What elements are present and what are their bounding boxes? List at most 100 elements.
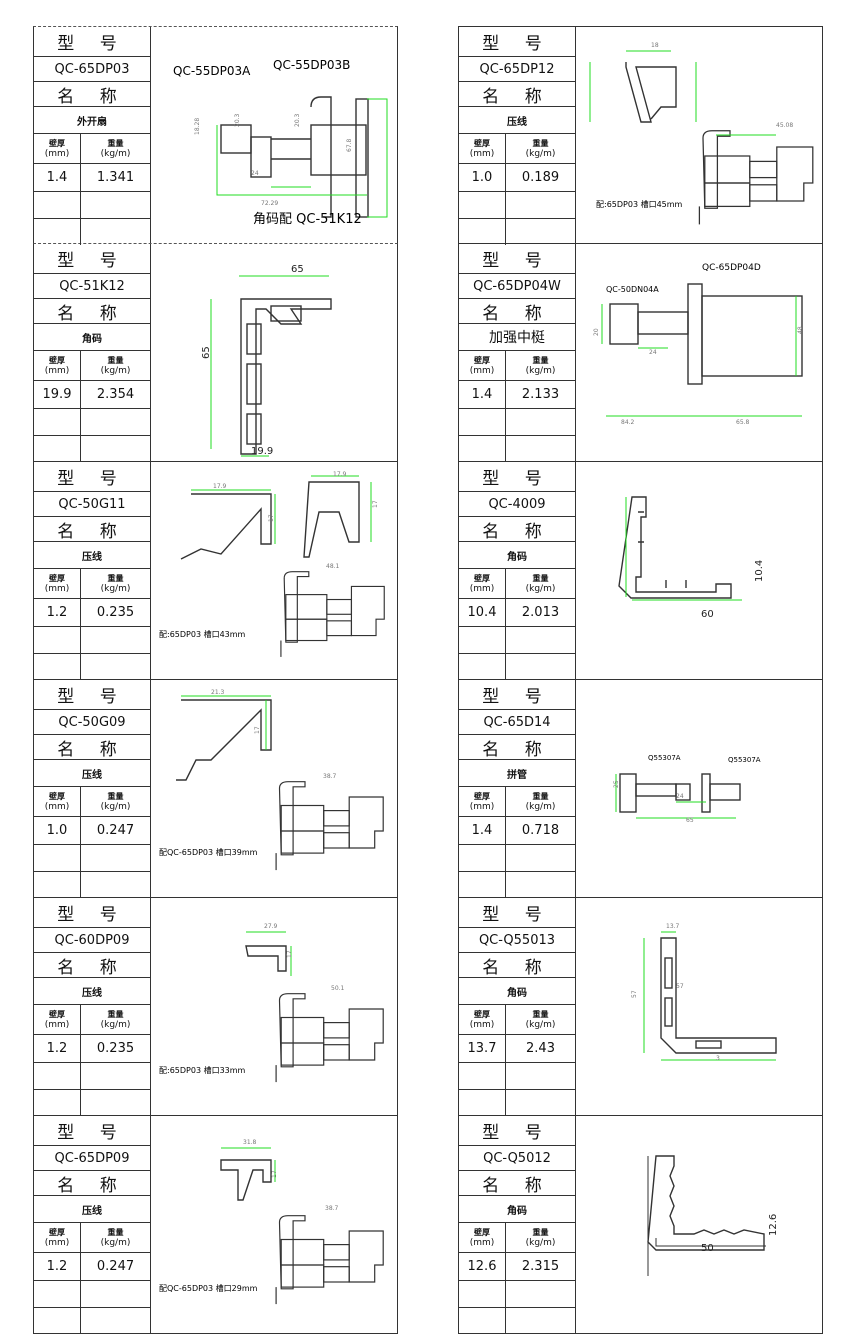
product-name: 压线 xyxy=(34,760,150,787)
spec-value-row: 1.2 0.235 xyxy=(34,1035,150,1063)
spec-header-row: 壁厚(mm) 重量(kg/m) xyxy=(34,569,150,599)
thickness-label: 壁厚 xyxy=(49,1010,65,1019)
dimension-label: 18.28 xyxy=(194,118,201,135)
empty-row xyxy=(34,1063,150,1090)
weight-label: 重量 xyxy=(107,356,124,365)
dimension-label: 17.9 xyxy=(333,471,347,478)
dimension-label: 17 xyxy=(372,500,379,508)
weight-value: 0.235 xyxy=(96,1041,135,1056)
name-heading: 名 称 xyxy=(459,735,575,760)
product-name: 外开扇 xyxy=(34,107,150,134)
empty-row xyxy=(459,654,575,680)
model-heading: 型 号 xyxy=(34,244,150,274)
thickness-unit: (mm) xyxy=(44,1020,70,1030)
empty-row xyxy=(459,1063,575,1090)
empty-row xyxy=(34,192,150,219)
drawing-label: 配QC-65DP03 槽口39mm xyxy=(159,847,258,857)
drawing-label: Q55307A xyxy=(728,756,761,764)
weight-label: 重量 xyxy=(532,792,549,801)
drawing-label: 配QC-65DP03 槽口29mm xyxy=(159,1283,258,1293)
model-number: QC-Q5012 xyxy=(459,1146,575,1171)
weight-unit: (kg/m) xyxy=(100,149,131,159)
dimension-label: 57 xyxy=(631,990,638,998)
thickness-label: 壁厚 xyxy=(49,574,65,583)
product-card: 型 号 QC-60DP09 名 称 压线 壁厚(mm) 重量(kg/m) 1.2… xyxy=(33,898,398,1116)
name-heading: 名 称 xyxy=(459,953,575,978)
product-card: 型 号 QC-Q55013 名 称 角码 壁厚(mm) 重量(kg/m) 13.… xyxy=(458,898,823,1116)
dimension-label: 48.1 xyxy=(326,563,340,570)
drawing-label: 配:65DP03 槽口45mm xyxy=(596,199,683,209)
weight-value: 0.247 xyxy=(96,823,135,838)
thickness-unit: (mm) xyxy=(44,802,70,812)
drawing-label: Q55307A xyxy=(648,754,681,762)
name-heading: 名 称 xyxy=(34,299,150,324)
spec-header-row: 壁厚(mm) 重量(kg/m) xyxy=(459,134,575,164)
spec-value-row: 19.9 2.354 xyxy=(34,381,150,409)
dimension-label: 20.3 xyxy=(294,113,301,127)
spec-header-row: 壁厚(mm) 重量(kg/m) xyxy=(459,351,575,381)
name-heading: 名 称 xyxy=(459,299,575,324)
dimension-label: 17 xyxy=(271,1170,278,1178)
weight-value: 2.133 xyxy=(521,387,560,402)
drawing-label: 角码配 QC-51K12 xyxy=(253,212,362,227)
model-number: QC-65DP09 xyxy=(34,1146,150,1171)
weight-value: 0.189 xyxy=(521,170,560,185)
empty-row xyxy=(34,872,150,898)
empty-row xyxy=(459,436,575,462)
spec-table: 型 号 QC-Q5012 名 称 角码 壁厚(mm) 重量(kg/m) 12.6… xyxy=(459,1116,576,1334)
weight-label: 重量 xyxy=(107,574,124,583)
model-number: QC-51K12 xyxy=(34,274,150,299)
model-number: QC-50G09 xyxy=(34,710,150,735)
thickness-value: 1.4 xyxy=(34,164,81,191)
thickness-value: 13.7 xyxy=(459,1035,506,1062)
spec-header-row: 壁厚(mm) 重量(kg/m) xyxy=(34,134,150,164)
drawing-label: 配:65DP03 槽口33mm xyxy=(159,1065,246,1075)
spec-header-row: 壁厚(mm) 重量(kg/m) xyxy=(459,1223,575,1253)
weight-value: 0.247 xyxy=(96,1259,135,1274)
spec-table: 型 号 QC-50G09 名 称 压线 壁厚(mm) 重量(kg/m) 1.0 … xyxy=(34,680,151,898)
profile-drawing: 606010.4 xyxy=(618,496,765,620)
spec-value-row: 10.4 2.013 xyxy=(459,599,575,627)
product-name: 压线 xyxy=(459,107,575,134)
product-card: 型 号 QC-65DP12 名 称 压线 壁厚(mm) 重量(kg/m) 1.0… xyxy=(458,26,823,245)
product-card: 型 号 QC-50G11 名 称 压线 壁厚(mm) 重量(kg/m) 1.2 … xyxy=(33,462,398,680)
thickness-unit: (mm) xyxy=(469,1238,495,1248)
spec-value-row: 1.4 1.341 xyxy=(34,164,150,192)
product-name: 压线 xyxy=(34,978,150,1005)
dimension-label: 25 xyxy=(613,780,620,788)
spec-header-row: 壁厚(mm) 重量(kg/m) xyxy=(34,1223,150,1253)
weight-unit: (kg/m) xyxy=(525,584,556,594)
product-name: 拼管 xyxy=(459,760,575,787)
model-heading: 型 号 xyxy=(459,898,575,928)
name-heading: 名 称 xyxy=(459,82,575,107)
dimension-label: 38.7 xyxy=(325,1205,339,1212)
thickness-value: 1.2 xyxy=(34,599,81,626)
name-heading: 名 称 xyxy=(34,953,150,978)
empty-row xyxy=(34,627,150,654)
dimension-label: 24 xyxy=(649,349,657,356)
empty-row xyxy=(34,1281,150,1308)
dimension-label: 10.4 xyxy=(754,560,765,582)
product-name: 压线 xyxy=(34,542,150,569)
spec-value-row: 1.0 0.189 xyxy=(459,164,575,192)
product-name: 角码 xyxy=(459,1196,575,1223)
thickness-value: 10.4 xyxy=(459,599,506,626)
model-heading: 型 号 xyxy=(34,462,150,492)
dimension-label: 24 xyxy=(251,170,259,177)
thickness-label: 壁厚 xyxy=(49,792,65,801)
weight-value: 0.235 xyxy=(96,605,135,620)
dimension-label: 57 xyxy=(676,983,684,990)
model-number: QC-65DP03 xyxy=(34,57,150,82)
spec-table: 型 号 QC-4009 名 称 角码 壁厚(mm) 重量(kg/m) 10.4 … xyxy=(459,462,576,680)
thickness-label: 壁厚 xyxy=(474,356,490,365)
product-card: 型 号 QC-65DP04W 名 称 加强中梃 壁厚(mm) 重量(kg/m) … xyxy=(458,244,823,462)
empty-row xyxy=(34,409,150,436)
thickness-value: 1.0 xyxy=(459,164,506,191)
model-number: QC-Q55013 xyxy=(459,928,575,953)
model-heading: 型 号 xyxy=(34,898,150,928)
